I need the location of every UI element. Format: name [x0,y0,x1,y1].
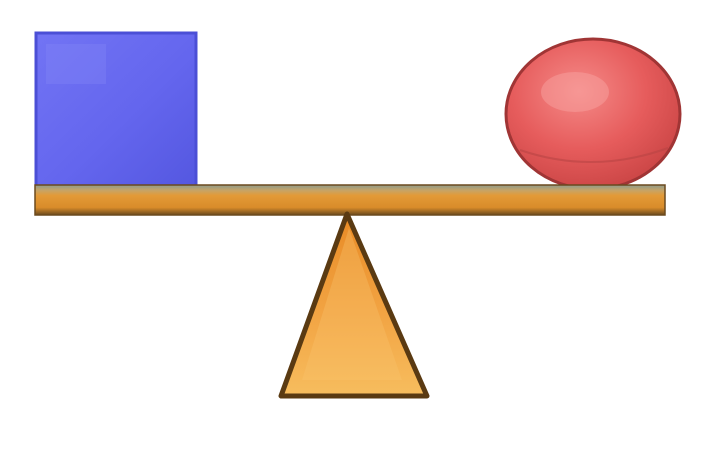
red-sphere [506,39,680,189]
seesaw-beam [35,185,665,215]
fulcrum-triangle [281,214,427,396]
blue-cube [36,33,196,188]
